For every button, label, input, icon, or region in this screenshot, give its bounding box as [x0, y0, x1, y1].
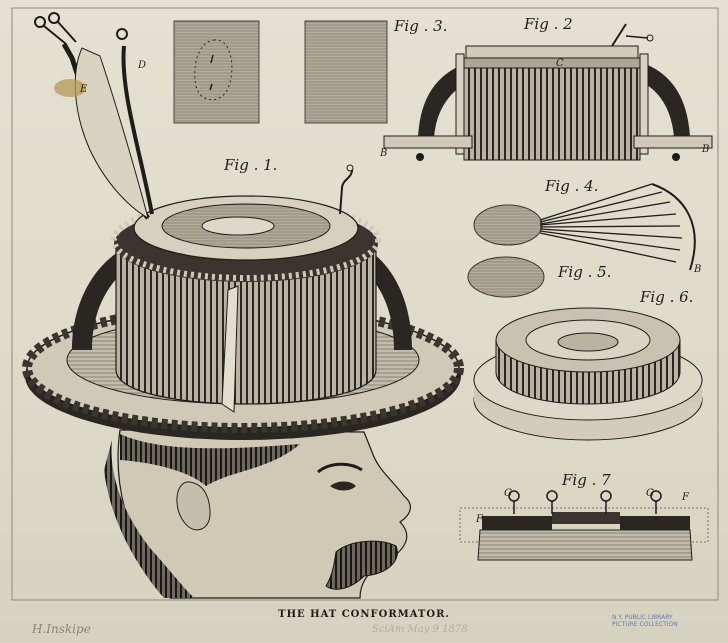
figure-3-label: Fig . 3. — [393, 17, 447, 35]
part-letter-e: E — [79, 84, 88, 95]
figure-7-section — [459, 490, 709, 561]
figure-7-label: Fig . 7 — [561, 471, 611, 489]
part-letter-f-right: F — [681, 492, 690, 503]
part-letter-c: C — [556, 58, 564, 69]
part-letter-f-left: F — [475, 514, 484, 525]
figure-4-label: Fig . 4. — [544, 177, 598, 195]
part-letter-b-fig4: B — [693, 264, 701, 275]
part-letter-b-left: B — [379, 148, 387, 159]
figure-2-label: Fig . 2 — [523, 15, 573, 33]
part-letter-g-left: G — [504, 488, 512, 499]
illustration-caption: THE HAT CONFORMATOR. — [278, 609, 450, 620]
figure-2-apparatus — [383, 23, 713, 161]
engraver-signature: H.Inskipe — [32, 622, 91, 636]
library-stamp: N.Y. PUBLIC LIBRARY PICTURE COLLECTION — [612, 614, 678, 628]
figure-3-squares — [173, 20, 388, 124]
figure-5-pad — [467, 256, 545, 298]
part-letter-g-right: G — [646, 488, 654, 499]
figure-6-ring — [473, 307, 703, 441]
figure-5-label: Fig . 5. — [557, 263, 611, 281]
figure-6-label: Fig . 6. — [639, 288, 693, 306]
stamp-line-2: PICTURE COLLECTION — [612, 621, 678, 628]
part-letter-d: D — [137, 60, 146, 71]
pencil-annotation: SciAm May 9 1878 — [372, 624, 468, 635]
figure-1-label: Fig . 1. — [223, 156, 277, 174]
figure-4-fan — [473, 183, 696, 271]
stamp-line-1: N.Y. PUBLIC LIBRARY — [612, 614, 673, 621]
plate-border — [11, 7, 719, 601]
part-letter-b-right: B — [701, 144, 709, 155]
figure-1-man-with-conformator — [22, 12, 464, 599]
